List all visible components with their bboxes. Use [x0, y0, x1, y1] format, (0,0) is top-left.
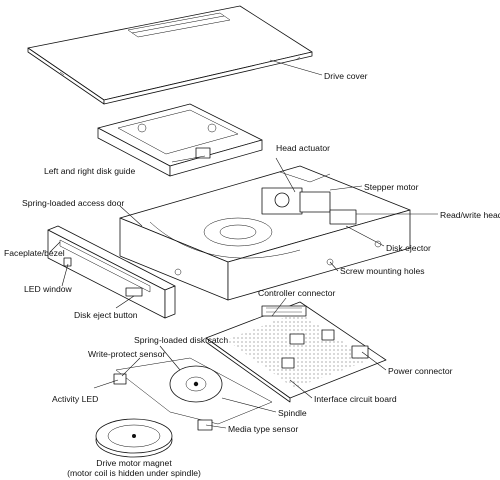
spindle-assembly-part — [113, 357, 273, 431]
leader-lines — [49, 59, 438, 429]
disk-guide-part — [97, 103, 263, 177]
label-power-connector: Power connector — [388, 366, 453, 376]
label-motor-magnet-note: (motor coil is hidden under spindle) — [67, 468, 201, 478]
label-screw-holes: Screw mounting holes — [340, 266, 425, 276]
label-drive-cover: Drive cover — [324, 71, 368, 81]
label-stepper-motor: Stepper motor — [364, 182, 419, 192]
faceplate-part — [47, 225, 176, 319]
label-interface-board: Interface circuit board — [314, 394, 397, 404]
drive-cover-part — [27, 5, 313, 105]
label-access-door: Spring-loaded access door — [22, 198, 124, 208]
label-faceplate: Faceplate/bezel — [4, 248, 65, 258]
drive-chassis-part — [119, 165, 411, 301]
label-read-write-head: Read/write head — [440, 210, 500, 220]
label-disk-guide: Left and right disk guide — [44, 166, 135, 176]
circuit-board-part — [205, 301, 387, 403]
motor-magnet-part — [95, 418, 173, 458]
label-motor-magnet: Drive motor magnet — [96, 458, 172, 468]
label-disk-ejector: Disk ejector — [386, 243, 431, 253]
label-eject-button: Disk eject button — [74, 310, 138, 320]
label-controller-connector: Controller connector — [258, 288, 336, 298]
label-led-window: LED window — [24, 284, 73, 294]
label-spindle: Spindle — [278, 408, 307, 418]
label-disk-catch: Spring-loaded disk catch — [134, 335, 228, 345]
label-head-actuator: Head actuator — [276, 143, 330, 153]
label-media-sensor: Media type sensor — [228, 424, 298, 434]
label-write-protect: Write-protect sensor — [88, 349, 165, 359]
label-activity-led: Activity LED — [52, 394, 98, 404]
